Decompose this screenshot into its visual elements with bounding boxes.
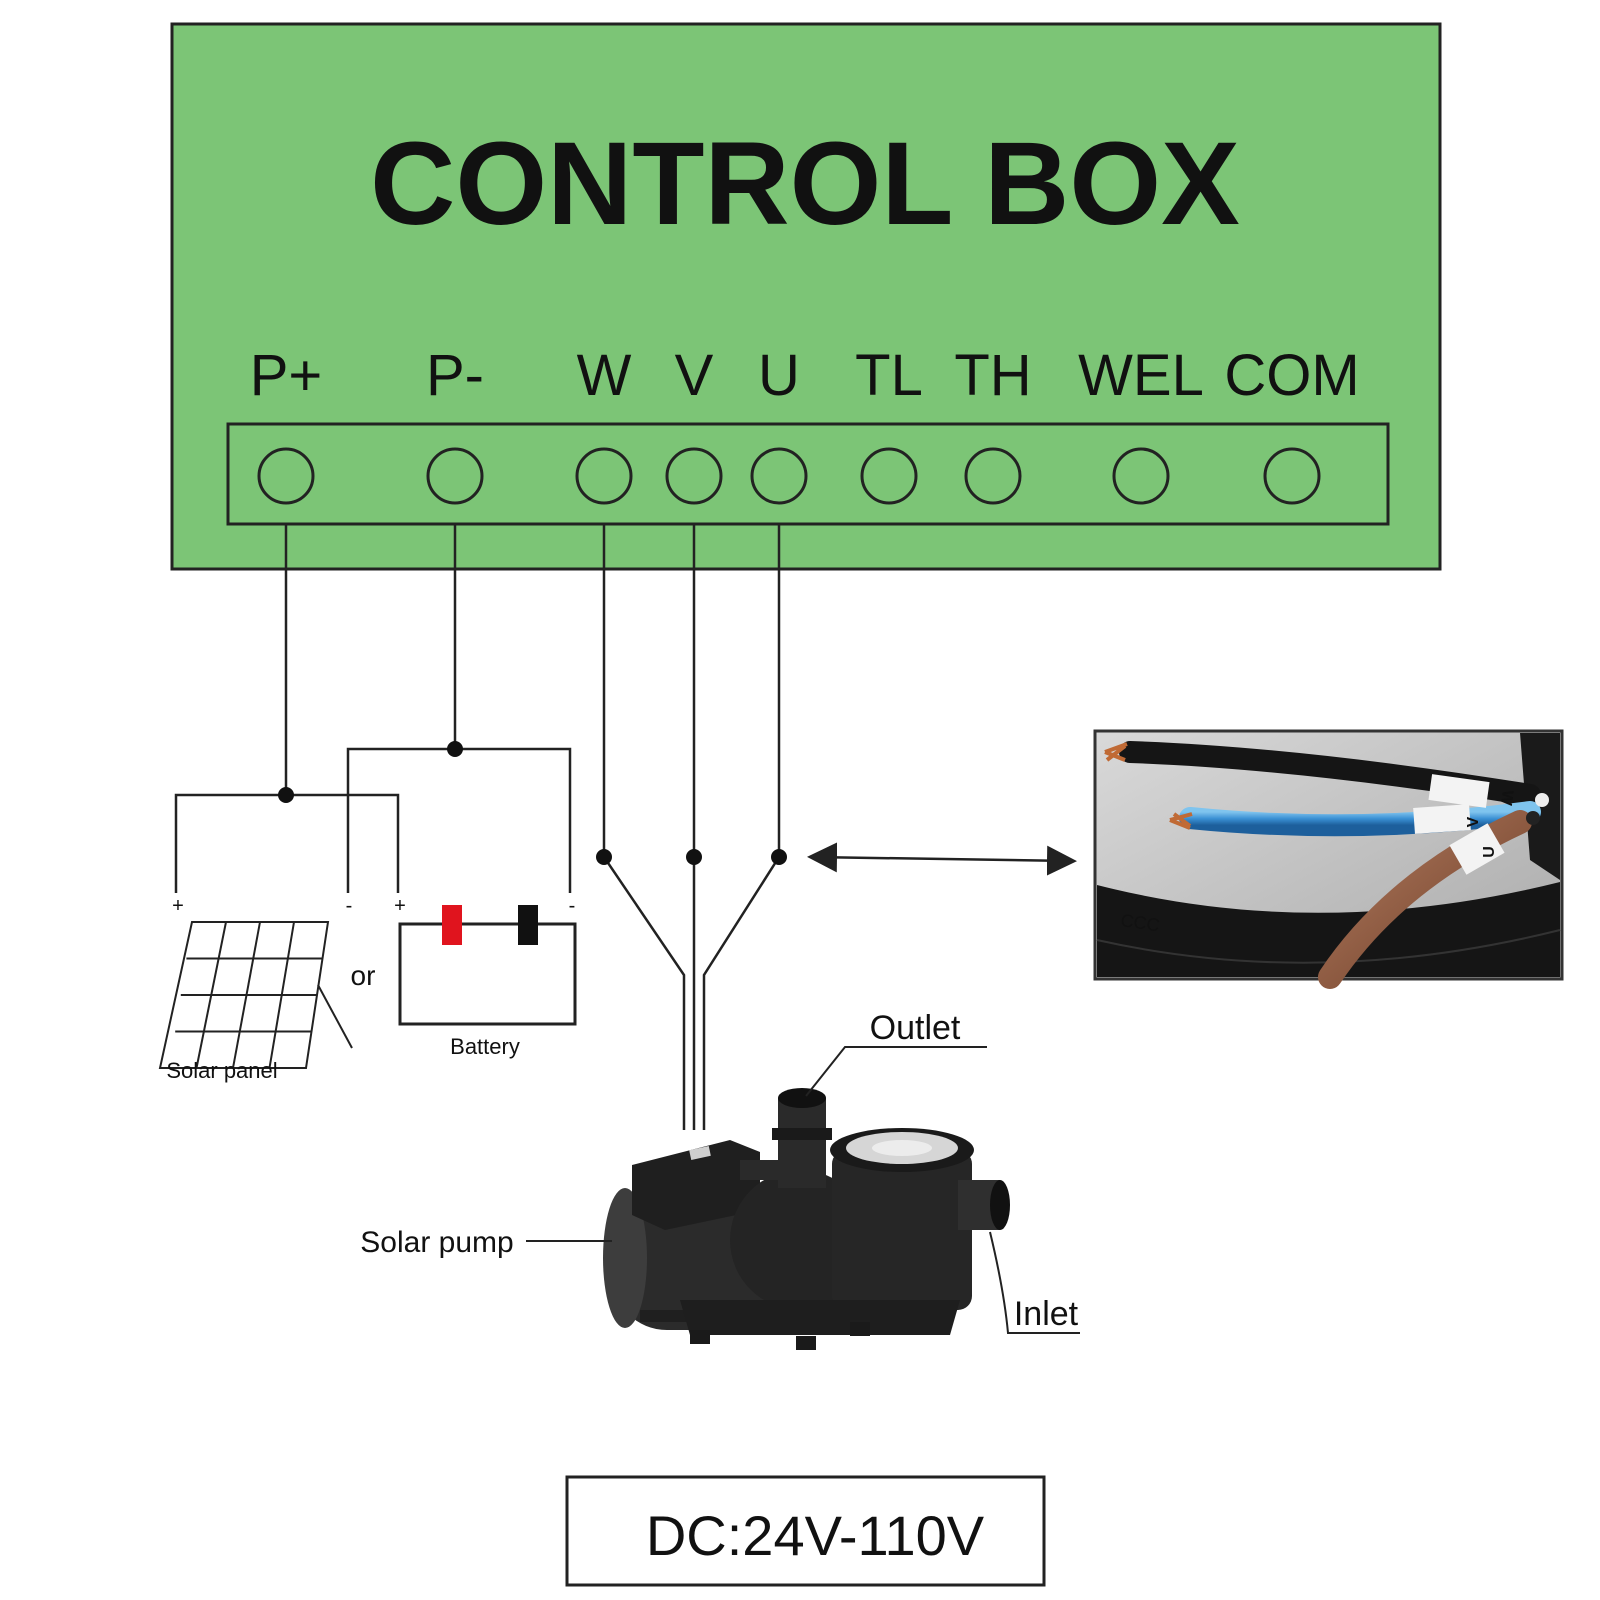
wire-tag-v [1413,804,1471,834]
wire-w [602,524,686,1130]
terminal-wel [1112,447,1170,505]
battery-minus-sign: - [569,895,576,917]
terminal-com [1263,447,1321,505]
terminal-p-minus [426,447,484,505]
solar-panel-icon [158,921,353,1069]
pump-strainer [832,1150,972,1310]
wire-tag-w [1428,774,1490,808]
junction-dots [278,741,787,865]
wire-tag-w-label: W [1497,789,1516,807]
terminal-v [665,447,723,505]
wire-tag-u [1449,823,1505,875]
terminal-p-plus [257,447,315,505]
terminal-w [575,447,633,505]
pump-callouts [526,1046,1080,1334]
wire-u [702,524,781,1130]
terminal-label-p-plus: P+ [250,343,323,408]
pump-outlet-pipe [778,1098,826,1188]
solar-pump-label: Solar pump [360,1226,513,1259]
voltage-box [565,1475,1046,1587]
blue-wire [1179,801,1541,837]
control-box-title: CONTROL BOX [370,118,1240,250]
terminal-th [964,447,1022,505]
solar-minus-sign: - [346,895,353,917]
junction-dot-u [771,849,787,865]
wire-p-minus-split [346,747,572,893]
solar-plus-sign: + [172,895,184,917]
solar-panel-label: Solar panel [166,1058,277,1083]
battery-label: Battery [450,1034,520,1059]
wire-p-plus-split [174,793,400,893]
junction-dot-w [596,849,612,865]
terminal-label-u: U [758,343,800,408]
battery-negative-terminal [518,905,538,945]
voltage-label: DC:24V-110V [646,1504,985,1567]
pump-junction-box [632,1140,760,1230]
terminal-label-th: TH [954,343,1031,408]
junction-dot-p-minus [447,741,463,757]
junction-dot-v [686,849,702,865]
inlet-label: Inlet [1014,1295,1079,1333]
terminal-label-w: W [577,343,632,408]
battery-icon [398,905,577,1026]
wire-tag-v-label: V [1465,816,1482,827]
or-label: or [351,960,376,991]
terminal-label-v: V [675,343,714,408]
control-box: CONTROL BOX P+ P- W V U TL TH WEL COM [170,22,1442,571]
control-box-panel [170,22,1442,571]
inlet-leader [989,1231,1080,1334]
wire-tag-u-label: U [1481,846,1498,858]
terminal-strip [226,422,1390,526]
terminal-label-p-minus: P- [426,343,484,408]
outlet-label: Outlet [870,1009,961,1047]
cable-photo: CCC W V U [1093,729,1564,989]
terminal-label-wel: WEL [1078,343,1204,408]
battery-plus-sign: + [394,895,406,917]
pump-base [680,1300,960,1335]
battery-outline [398,922,577,1026]
terminal-tl [860,447,918,505]
terminal-u [750,447,808,505]
junction-dot-p-plus [278,787,294,803]
battery-positive-terminal [442,905,462,945]
solar-pump-image [603,1088,1010,1350]
terminal-label-com: COM [1224,343,1359,408]
double-arrow [807,842,1077,876]
outlet-leader [805,1046,987,1097]
terminal-label-tl: TL [855,343,923,408]
